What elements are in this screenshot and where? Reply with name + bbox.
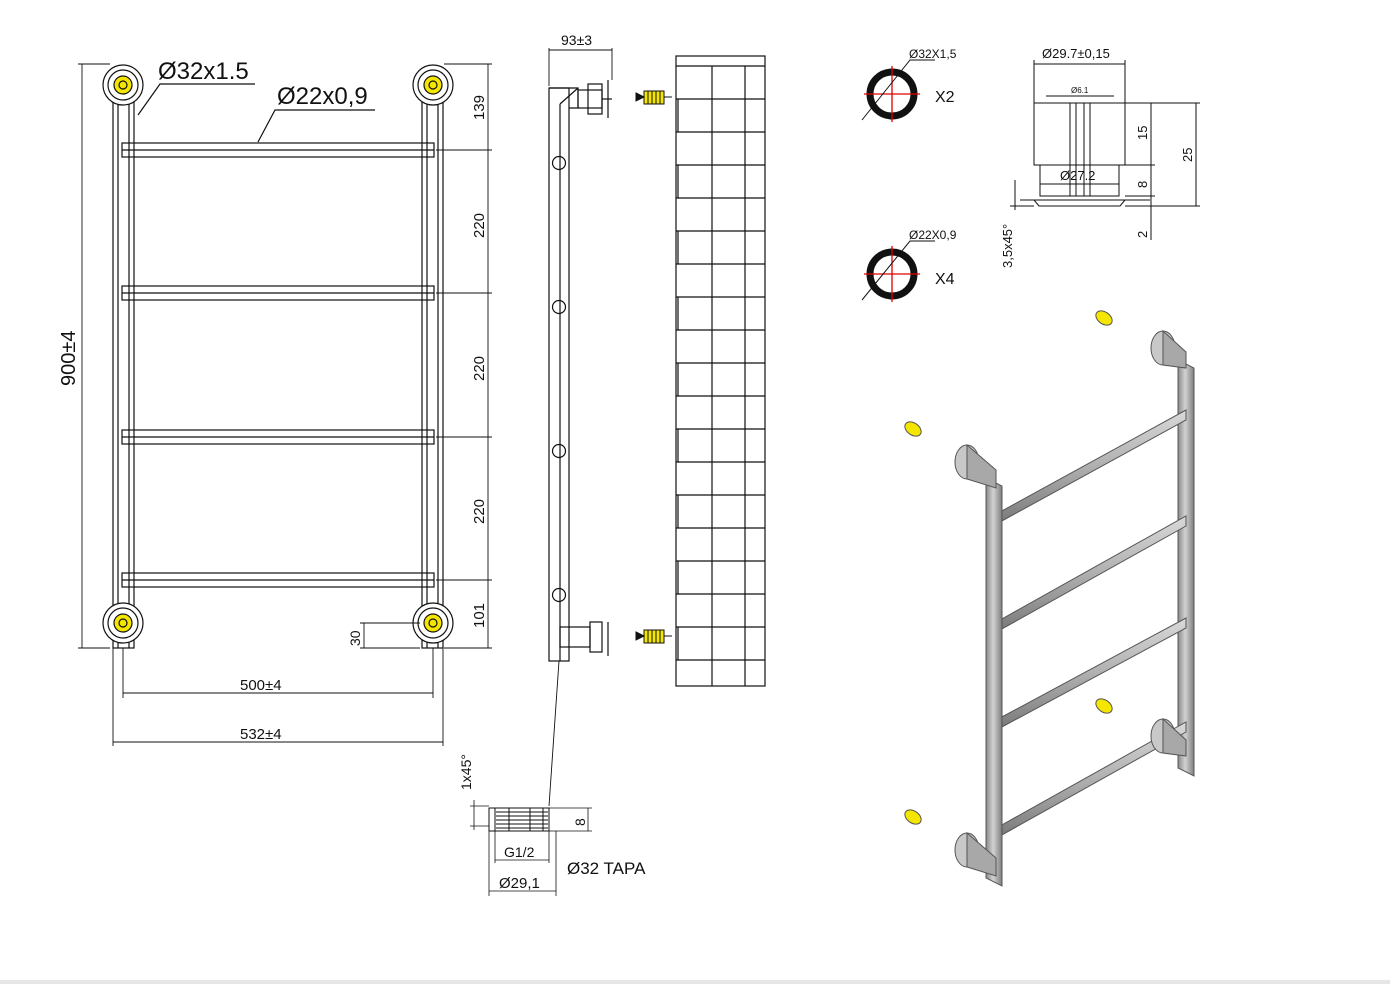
- cap-caption: Ø32 TAPA: [567, 859, 646, 878]
- section-outer-tube: [861, 59, 935, 122]
- iso-plug-1: [1095, 310, 1113, 326]
- cap-thread-label: G1/2: [504, 844, 535, 860]
- rung-4: [121, 572, 435, 588]
- width-dimensions: [112, 648, 444, 746]
- fixing-top-right: [412, 64, 454, 106]
- bottom-scrollbar-track: [0, 980, 1390, 984]
- fixing-top-left: [102, 64, 144, 106]
- brick-wall: [675, 55, 766, 687]
- section-outer-qty: X2: [935, 89, 955, 106]
- spacing-dimensions: [436, 63, 492, 649]
- overall-width-label: 532±4: [240, 726, 282, 743]
- bracket-chamfer: 3,5x45°: [1000, 224, 1015, 268]
- iso-plug-4: [904, 809, 922, 825]
- spacing-bottom-label: 101: [471, 603, 488, 628]
- center-width-label: 500±4: [240, 677, 282, 694]
- outer-tube-leader: [137, 83, 255, 116]
- side-view: [548, 48, 613, 807]
- outer-tube-label: Ø32x1.5: [158, 58, 249, 85]
- rung-tube-label: Ø22x0,9: [277, 83, 368, 110]
- isometric-view: [954, 329, 1195, 887]
- rung-3: [121, 429, 435, 445]
- spacing-2-label: 220: [471, 356, 488, 381]
- cap-detail: [470, 800, 592, 896]
- fixing-bottom-right: [412, 602, 454, 644]
- offset-label: 30: [347, 630, 363, 646]
- bracket-top-width: Ø29.7±0,15: [1042, 46, 1110, 61]
- depth-label: 93±3: [561, 32, 592, 48]
- fixing-bottom-left: [102, 602, 144, 644]
- height-label: 900±4: [58, 331, 80, 386]
- bracket-dim-25: 25: [1180, 148, 1195, 162]
- section-rung-tube: [861, 240, 935, 302]
- bracket-detail: [1010, 60, 1200, 240]
- rung-2: [121, 285, 435, 301]
- spacing-1-label: 220: [471, 213, 488, 238]
- rung-tube-leader: [257, 109, 375, 143]
- bracket-dim-15: 15: [1135, 126, 1150, 140]
- wall-plug-bottom: [635, 629, 672, 644]
- bracket-inner-dia: Ø27.2: [1060, 168, 1095, 183]
- bracket-dim-2: 2: [1135, 231, 1150, 238]
- section-rung-label: Ø22X0,9: [909, 228, 957, 242]
- rung-1: [121, 142, 435, 158]
- height-dimension: [78, 63, 110, 649]
- bracket-hole: Ø6.1: [1071, 86, 1089, 95]
- front-view: [78, 63, 492, 746]
- cap-height-label: 8: [572, 818, 588, 826]
- offset-dimension: [360, 622, 420, 649]
- cap-chamfer-label: 1x45°: [458, 754, 474, 790]
- section-rung-qty: X4: [935, 271, 955, 288]
- cap-diameter-label: Ø29,1: [499, 875, 540, 892]
- bracket-dim-8: 8: [1135, 181, 1150, 188]
- spacing-3-label: 220: [471, 499, 488, 524]
- iso-plug-3: [1095, 698, 1113, 714]
- wall-plug-top: [635, 90, 672, 105]
- section-outer-label: Ø32X1,5: [909, 47, 957, 61]
- spacing-top-label: 139: [471, 95, 488, 120]
- iso-plug-2: [904, 421, 922, 437]
